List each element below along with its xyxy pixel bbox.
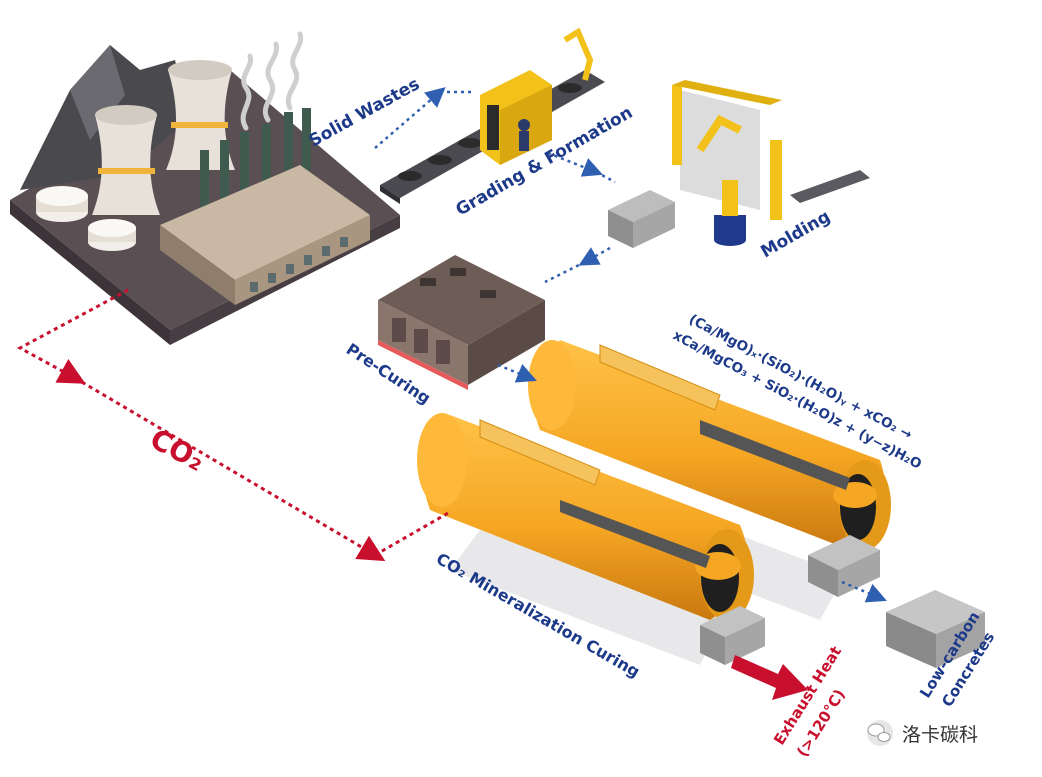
watermark: 洛卡碳科 — [867, 720, 978, 746]
watermark-text: 洛卡碳科 — [902, 724, 978, 746]
grading-formation-machine — [380, 32, 605, 204]
block-stack-icon — [608, 190, 675, 248]
exhaust-heat-arrow — [731, 655, 808, 700]
wechat-icon — [867, 720, 893, 746]
pre-curing-building — [378, 255, 545, 390]
label-molding: Molding — [758, 207, 834, 263]
cooling-tower-icon — [92, 105, 160, 215]
label-co2: CO₂ — [145, 422, 210, 478]
label-solid-wastes: Solid Wastes — [306, 74, 423, 151]
power-plant — [10, 34, 400, 345]
molding-machine — [672, 80, 870, 246]
